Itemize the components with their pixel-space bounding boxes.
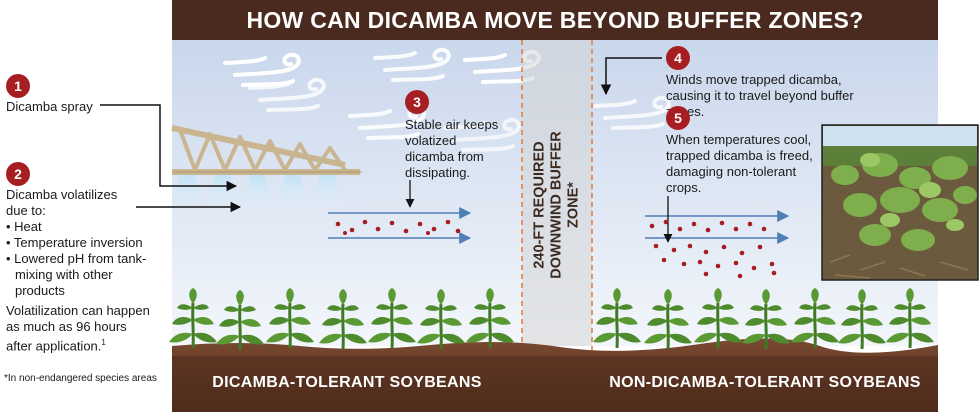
reason-item: • Heat [6,219,42,234]
volatilization-note-text: Volatilization can happen as much as 96 … [6,303,150,354]
damaged-soybean-photo [821,124,979,281]
footnote: *In non-endangered species areas [4,373,157,384]
buffer-zone-band [522,40,592,346]
spray-boom-icon [171,125,362,175]
step-2-text: Dicamba volatilizes due to: [6,187,118,218]
step-3-text: Stable air keeps volatized dicamba from … [405,117,499,180]
spray-mist [170,175,345,215]
non-tolerant-field-label: NON-DICAMBA-TOLERANT SOYBEANS [609,374,921,391]
step-1-badge: 1 [6,74,30,98]
reason-item: • Lowered pH from tank-mixing with other… [6,251,147,298]
volatilization-reasons: • Heat • Temperature inversion • Lowered… [6,219,156,299]
spray-arrow [100,104,238,192]
step-4-text: Winds move trapped dicamba, causing it t… [666,72,854,119]
step-5-badge: 5 [666,106,690,130]
step-1-text: Dicamba spray [6,99,93,114]
reason-item: • Temperature inversion [6,235,143,250]
volatilization-note: Volatilization can happen as much as 96 … [6,303,156,354]
trapped-dicamba-particles [335,219,461,235]
step-2-badge: 2 [6,162,30,186]
buffer-zone-label: 240-FT REQUIRED DOWNWIND BUFFER ZONE* [531,131,582,279]
released-dicamba-particles [649,219,777,279]
step-3-badge: 3 [405,90,429,114]
citation-superscript: 1 [101,338,106,347]
step-5-text: When temperatures cool, trapped dicamba … [666,132,813,195]
step-4-badge: 4 [666,46,690,70]
tolerant-field-label: DICAMBA-TOLERANT SOYBEANS [212,374,482,391]
title-banner [172,0,938,40]
diagram-title: HOW CAN DICAMBA MOVE BEYOND BUFFER ZONES… [246,7,864,33]
wind-arrow [600,57,662,96]
